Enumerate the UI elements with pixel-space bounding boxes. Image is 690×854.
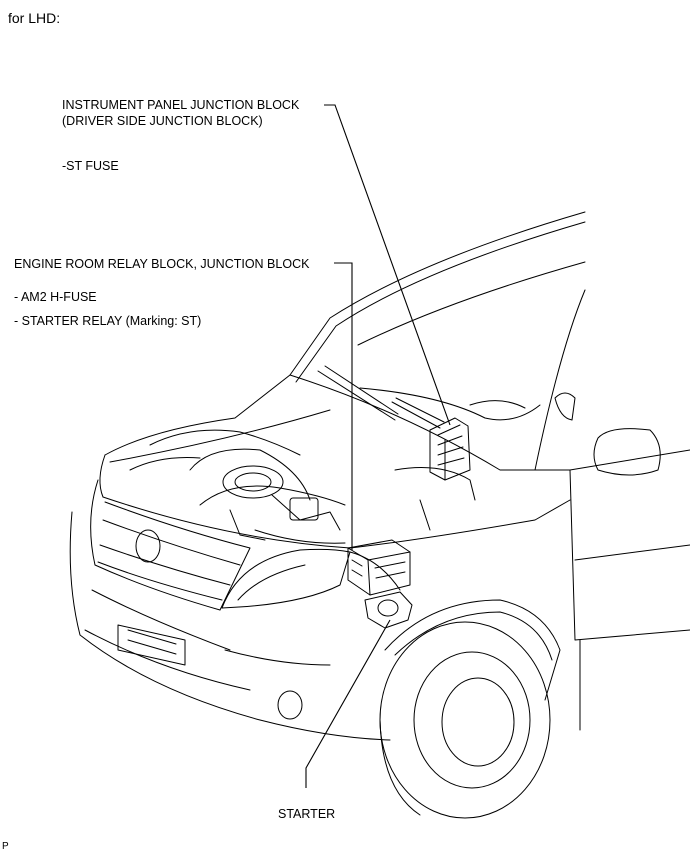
ip-junction-block-title-line1: INSTRUMENT PANEL JUNCTION BLOCK [62, 98, 300, 112]
leader-engine-room-block [334, 262, 353, 550]
ip-junction-block-item-st-fuse: -ST FUSE [62, 159, 119, 173]
vehicle-outline [69, 211, 690, 819]
engine-room-block-item-starter-relay: - STARTER RELAY (Marking: ST) [14, 314, 202, 328]
leader-starter [305, 619, 391, 788]
footer-mark: P [2, 841, 9, 852]
leader-lines [305, 104, 451, 788]
diagram-heading: for LHD: [8, 10, 61, 26]
starter-label: STARTER [278, 807, 336, 821]
engine-room-block-title: ENGINE ROOM RELAY BLOCK, JUNCTION BLOCK [14, 257, 310, 271]
ip-junction-block-title-line2: (DRIVER SIDE JUNCTION BLOCK) [62, 114, 263, 128]
leader-ip-junction-block [324, 104, 451, 426]
engine-room-block-item-am2-fuse: - AM2 H-FUSE [14, 290, 97, 304]
